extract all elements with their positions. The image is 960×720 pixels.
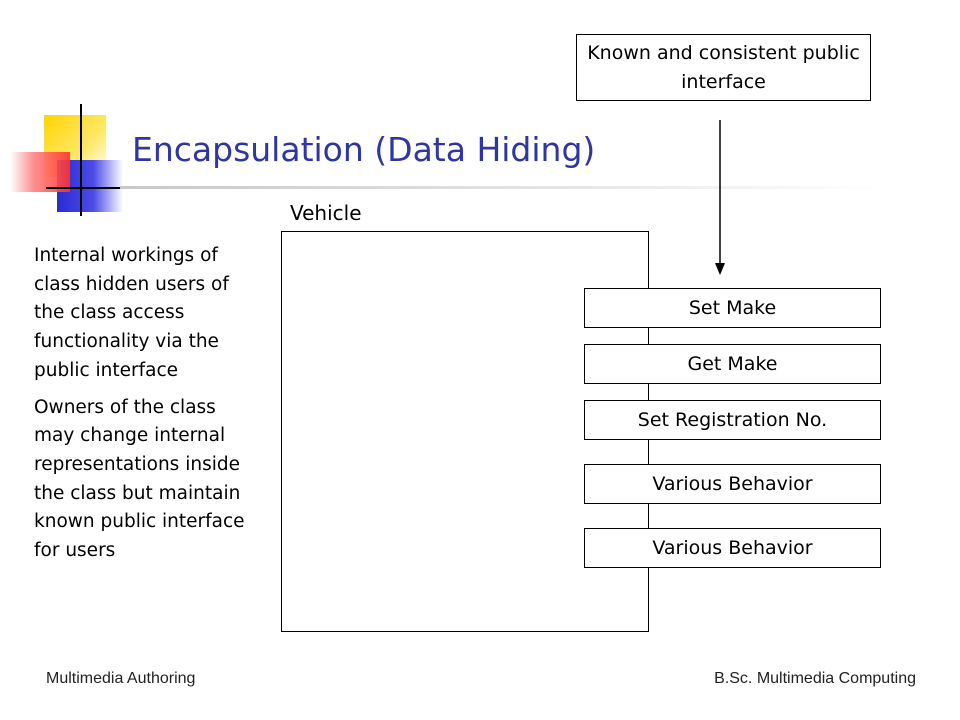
notes: Internal workings of class hidden users … — [34, 242, 256, 574]
method-label: Various Behavior — [652, 473, 813, 495]
method-label: Set Make — [688, 297, 777, 319]
method-label: Set Registration No. — [637, 409, 828, 431]
slide-title: Encapsulation (Data Hiding) — [132, 130, 596, 169]
public-interface-callout: Known and consistent public interface — [576, 34, 871, 101]
title-underline — [120, 186, 880, 189]
footer-right: B.Sc. Multimedia Computing — [714, 670, 916, 687]
method-set-make: Set Make — [584, 288, 881, 328]
method-label: Various Behavior — [652, 537, 813, 559]
method-connector — [648, 440, 649, 464]
method-connector — [648, 568, 649, 632]
note-owners: Owners of the class may change internal … — [34, 396, 245, 562]
class-label: Vehicle — [290, 201, 362, 225]
method-label: Get Make — [687, 353, 778, 375]
method-get-make: Get Make — [584, 344, 881, 384]
logo-horizontal-line — [46, 187, 126, 189]
method-various-behavior: Various Behavior — [584, 464, 881, 504]
method-connector — [648, 384, 649, 400]
method-various-behavior: Various Behavior — [584, 528, 881, 568]
method-set-registration: Set Registration No. — [584, 400, 881, 440]
logo-red-square — [10, 152, 70, 192]
method-connector — [648, 504, 649, 528]
footer-left: Multimedia Authoring — [46, 670, 196, 687]
public-interface-callout-text: Known and consistent public interface — [587, 41, 860, 93]
arrow-down-icon — [715, 120, 725, 275]
note-internal-workings: Internal workings of class hidden users … — [34, 245, 229, 381]
logo-vertical-line — [80, 104, 82, 216]
